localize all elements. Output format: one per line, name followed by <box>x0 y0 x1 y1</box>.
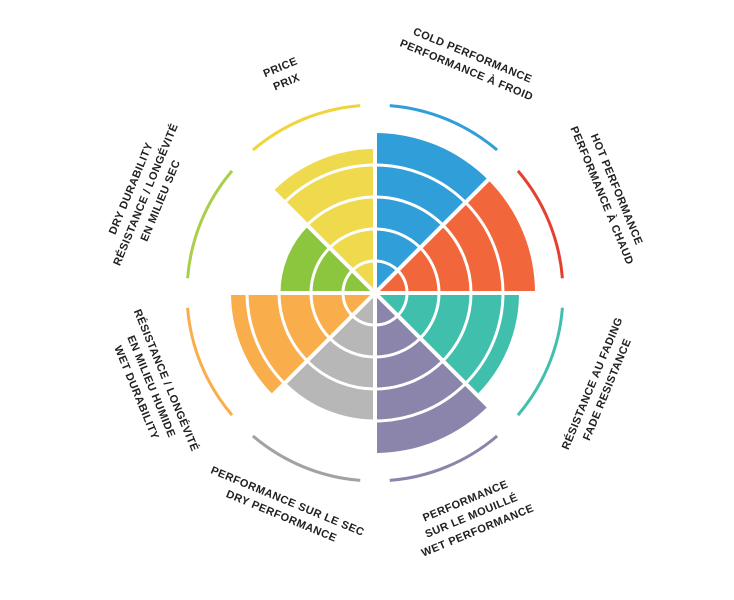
sector-price <box>273 149 375 293</box>
outer-arc-hot-performance <box>516 169 564 279</box>
outer-arc-dry-performance <box>251 434 361 482</box>
outer-arc-price <box>251 104 361 152</box>
outer-arc-wet-durability <box>186 307 234 417</box>
sector-divider <box>259 291 377 409</box>
sector-cold-performance <box>375 133 489 293</box>
outer-arc-fade-resistance <box>516 307 564 417</box>
sector-dry-durability <box>279 225 375 293</box>
sector-divider <box>373 177 491 295</box>
sector-fade-resistance <box>375 293 519 395</box>
outer-arc-wet-performance <box>389 434 499 482</box>
outer-arc-dry-durability <box>186 169 234 279</box>
sector-wet-durability <box>231 293 375 395</box>
outer-arc-cold-performance <box>389 104 499 152</box>
sector-divider <box>373 291 491 409</box>
wheel-hub <box>371 289 379 297</box>
sector-hot-performance <box>375 179 535 293</box>
sector-dry-performance <box>284 293 375 421</box>
sector-divider <box>259 177 377 295</box>
sector-wet-performance <box>375 293 489 453</box>
